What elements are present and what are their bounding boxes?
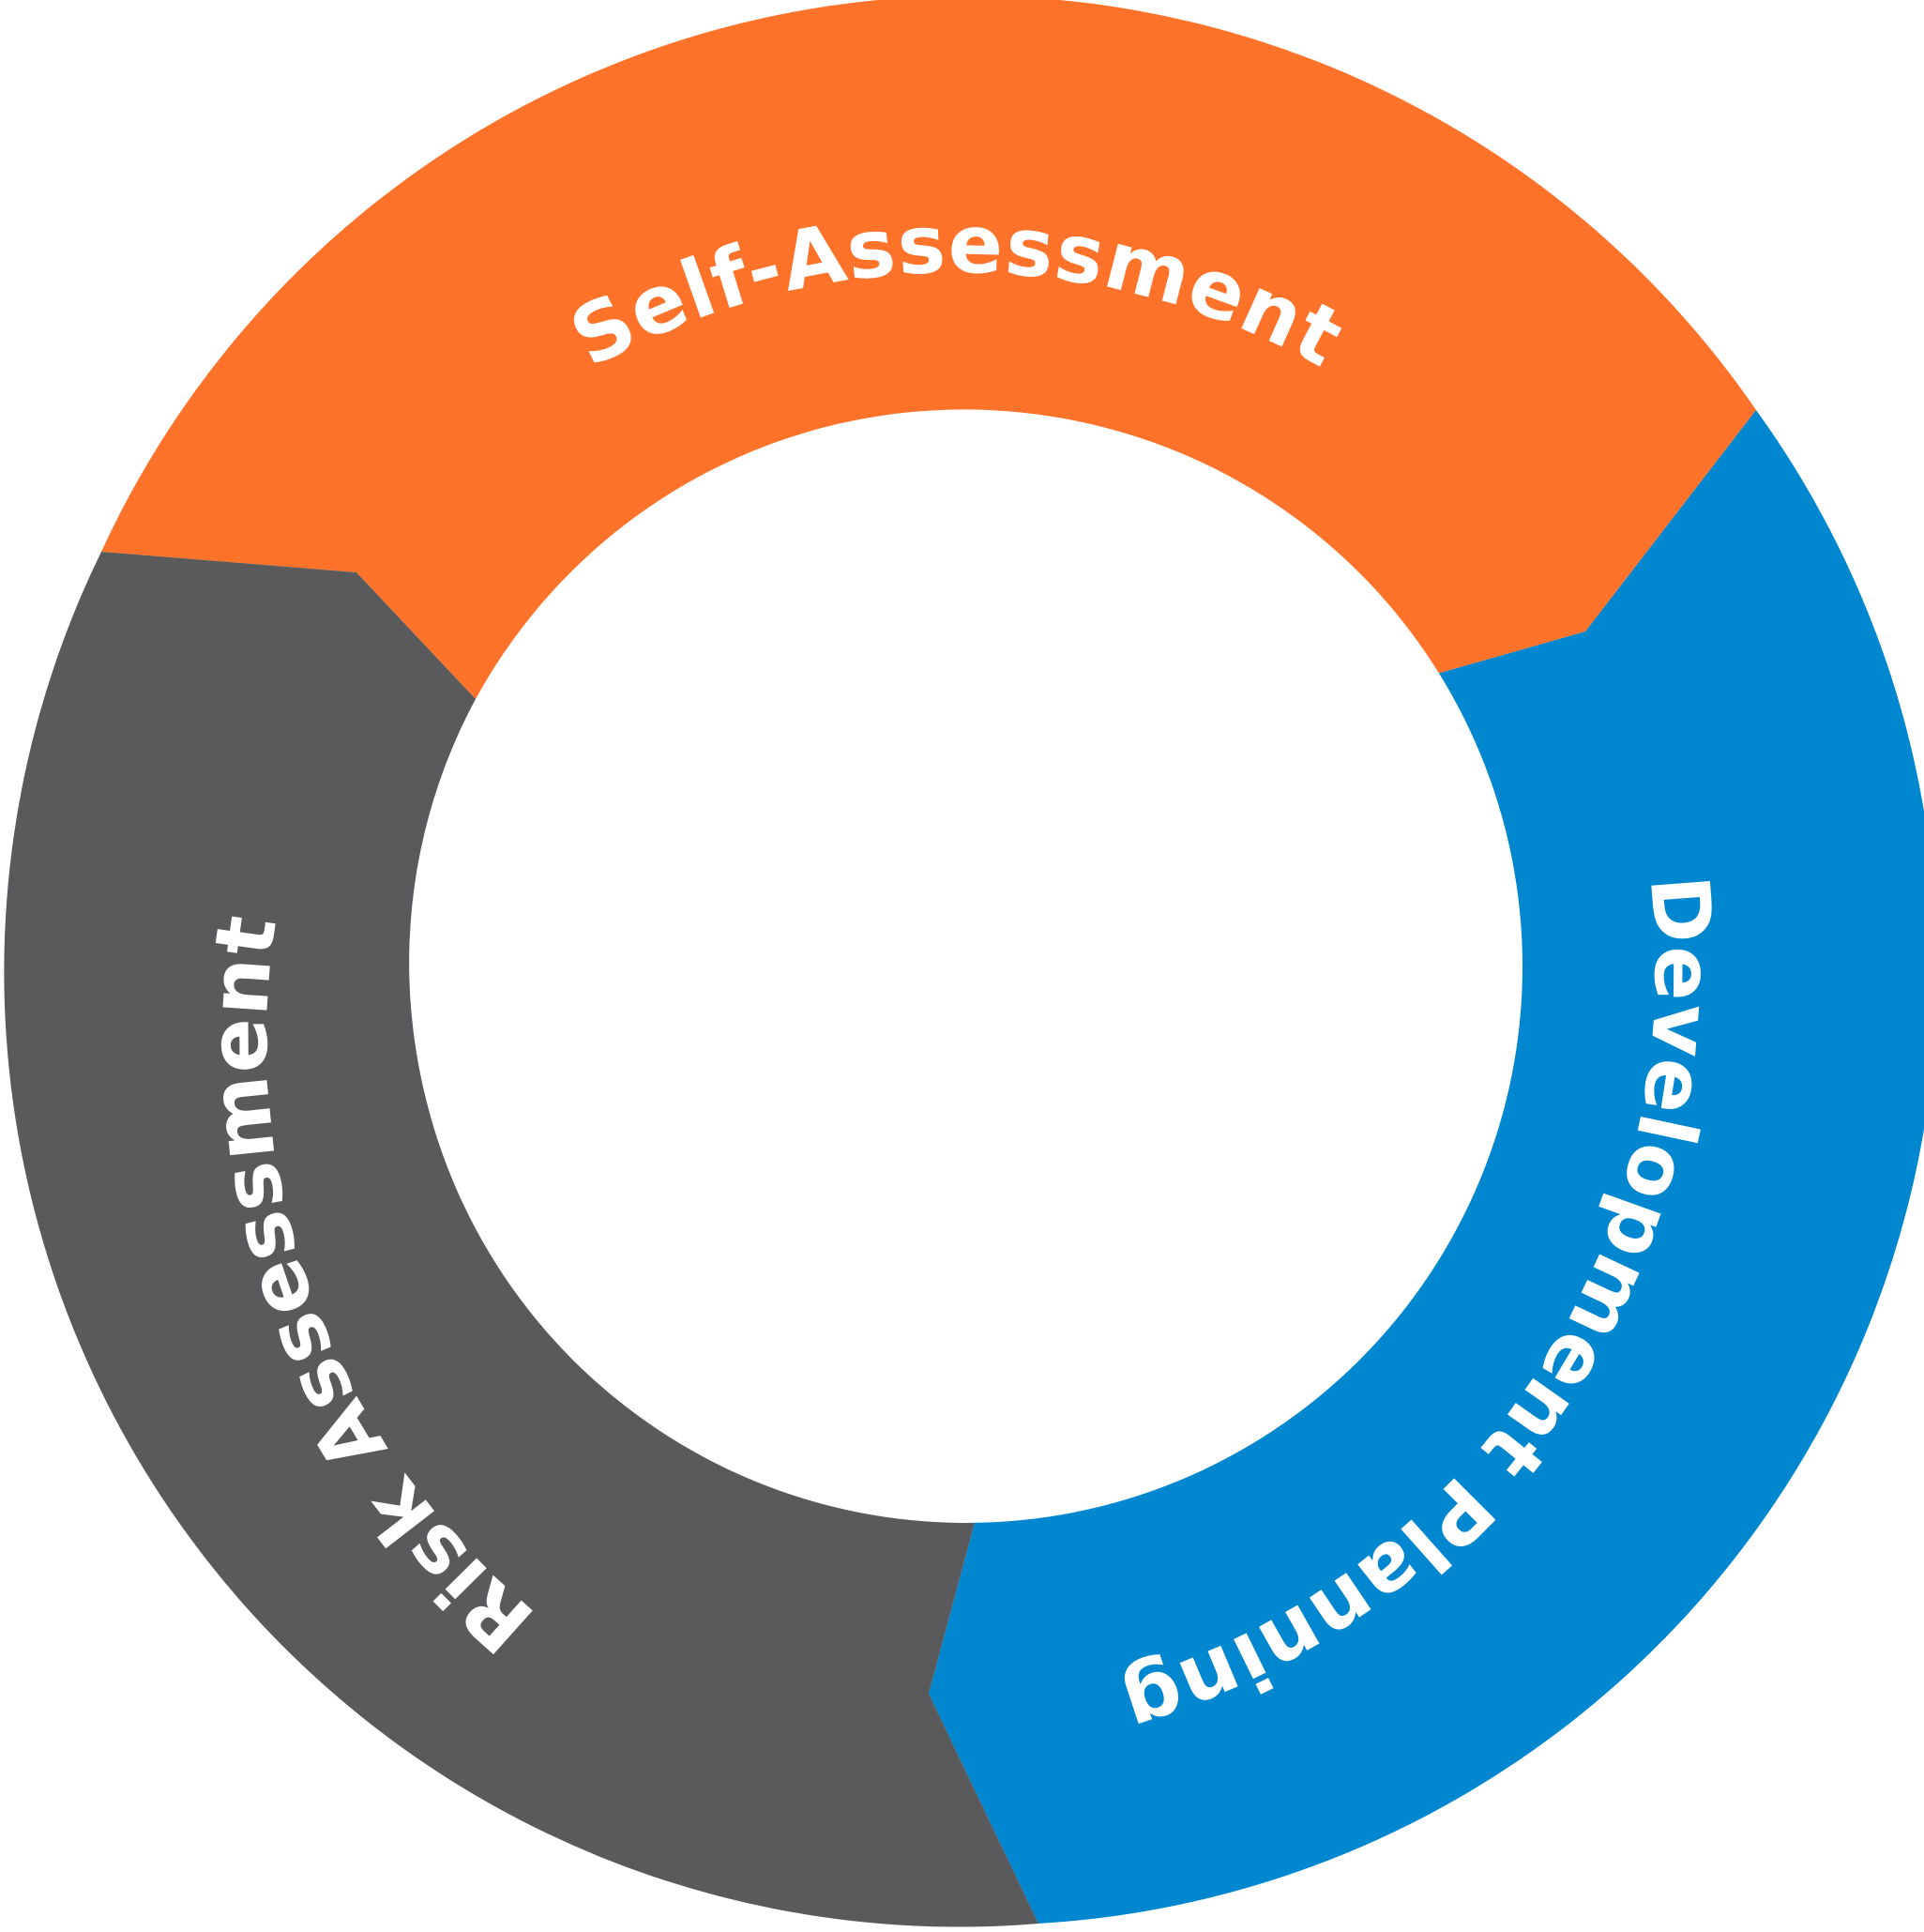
segment-development-planning [929,410,1924,1924]
segment-self-assessment [101,0,1756,699]
center-hole [410,410,1523,1523]
segment-risk-assessment [4,552,1038,1927]
